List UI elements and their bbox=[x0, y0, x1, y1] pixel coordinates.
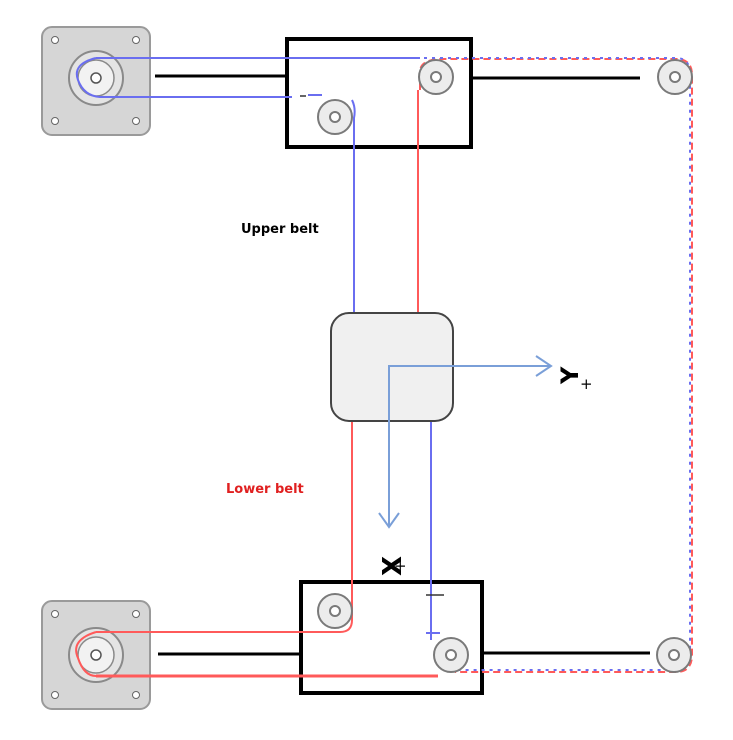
idler-pulleys bbox=[317, 59, 693, 673]
lower-belt-label: Lower belt bbox=[226, 482, 304, 497]
pulley-bottom-carriage-right-icon bbox=[433, 637, 469, 673]
belt-clamp-marks bbox=[300, 95, 444, 596]
pulley-bottom-right-corner-icon bbox=[656, 637, 692, 673]
upper-belt-label: Upper belt bbox=[241, 222, 319, 237]
axis-y-sign: + bbox=[580, 375, 593, 393]
pulley-top-carriage-right-icon bbox=[418, 59, 454, 95]
pulley-top-carriage-inner-icon bbox=[317, 99, 353, 135]
rails bbox=[155, 74, 650, 656]
axis-x-label: X bbox=[378, 556, 408, 576]
axis-y-letter: Y bbox=[556, 366, 584, 385]
axis-x-sign: + bbox=[394, 557, 407, 575]
top-stepper-motor-icon bbox=[41, 26, 151, 136]
bottom-stepper-motor-icon bbox=[41, 600, 151, 710]
axis-y-label: Y bbox=[556, 366, 584, 385]
axis-x-letter: X bbox=[378, 556, 408, 576]
pulley-top-right-corner-icon bbox=[657, 59, 693, 95]
bottom-carriage-block bbox=[299, 580, 484, 695]
top-carriage-block bbox=[285, 37, 473, 149]
axis-arrows bbox=[378, 355, 553, 529]
pulley-bottom-carriage-left-icon bbox=[317, 593, 353, 629]
